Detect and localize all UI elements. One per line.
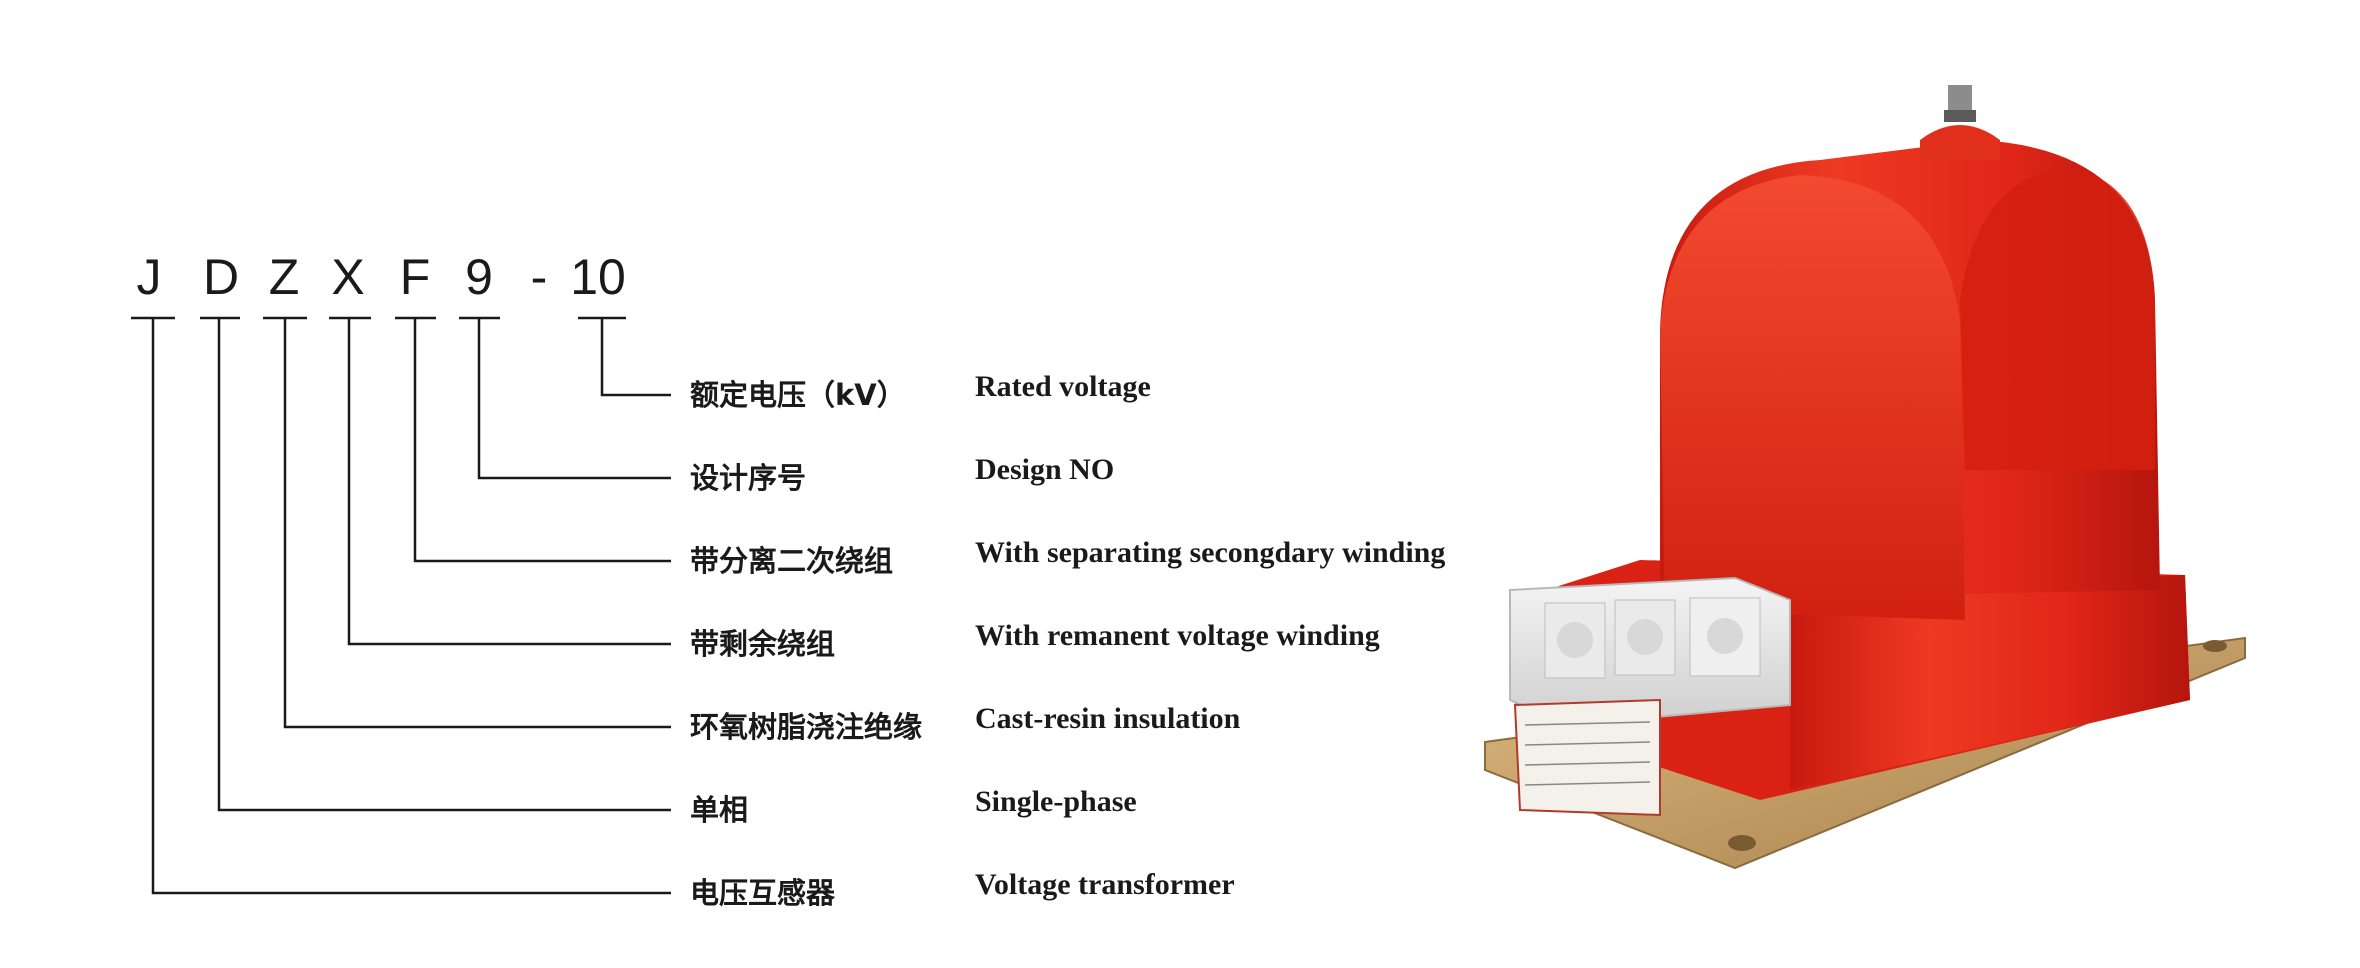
legend-en-single-phase: Single-phase [975,785,1137,818]
legend-en-separating-winding: With separating secongdary winding [975,536,1446,569]
legend-en-remanent-winding: With remanent voltage winding [975,619,1380,652]
leader-10 [600,318,671,397]
leader-9 [477,318,671,480]
legend-en-voltage-transformer: Voltage transformer [975,868,1235,901]
leader-F [413,318,671,563]
code-letter-10: 10 [570,249,626,305]
top-terminal-boss [1920,125,2000,160]
lower-body-side [1790,575,2190,790]
code-letter-J: J [136,249,162,305]
leader-D [217,318,671,812]
legend-zh-voltage-transformer: 电压互感器 [690,876,836,910]
nameplate [1513,698,1661,817]
front-dome [1660,175,1965,620]
legend-zh-single-phase: 单相 [690,793,749,827]
mounting-hole [2203,640,2227,652]
code-letter-X: X [331,249,365,305]
leader-J [151,318,671,895]
code-letter-D: D [202,249,240,305]
rear-hump [1960,169,2155,471]
legend-en-cast-resin: Cast-resin insulation [975,702,1241,735]
leader-Z [283,318,671,729]
code-letter-dash: - [530,249,548,305]
legend-zh-remanent-winding: 带剩余绕组 [690,627,836,661]
leader-X [347,318,671,646]
mounting-hole [1728,835,1756,851]
code-letter-9: 9 [465,249,493,305]
legend-zh-design-no: 设计序号 [690,461,807,495]
code-letter-Z: Z [268,249,300,305]
legend-zh-cast-resin: 环氧树脂浇注绝缘 [690,710,923,744]
legend-en-rated-voltage: Rated voltage [975,370,1151,403]
code-letter-F: F [399,249,431,305]
legend-zh-separating-winding: 带分离二次绕组 [690,544,894,578]
legend-zh-rated-voltage: 额定电压（kV） [690,378,906,412]
legend-en-design-no: Design NO [975,453,1115,486]
